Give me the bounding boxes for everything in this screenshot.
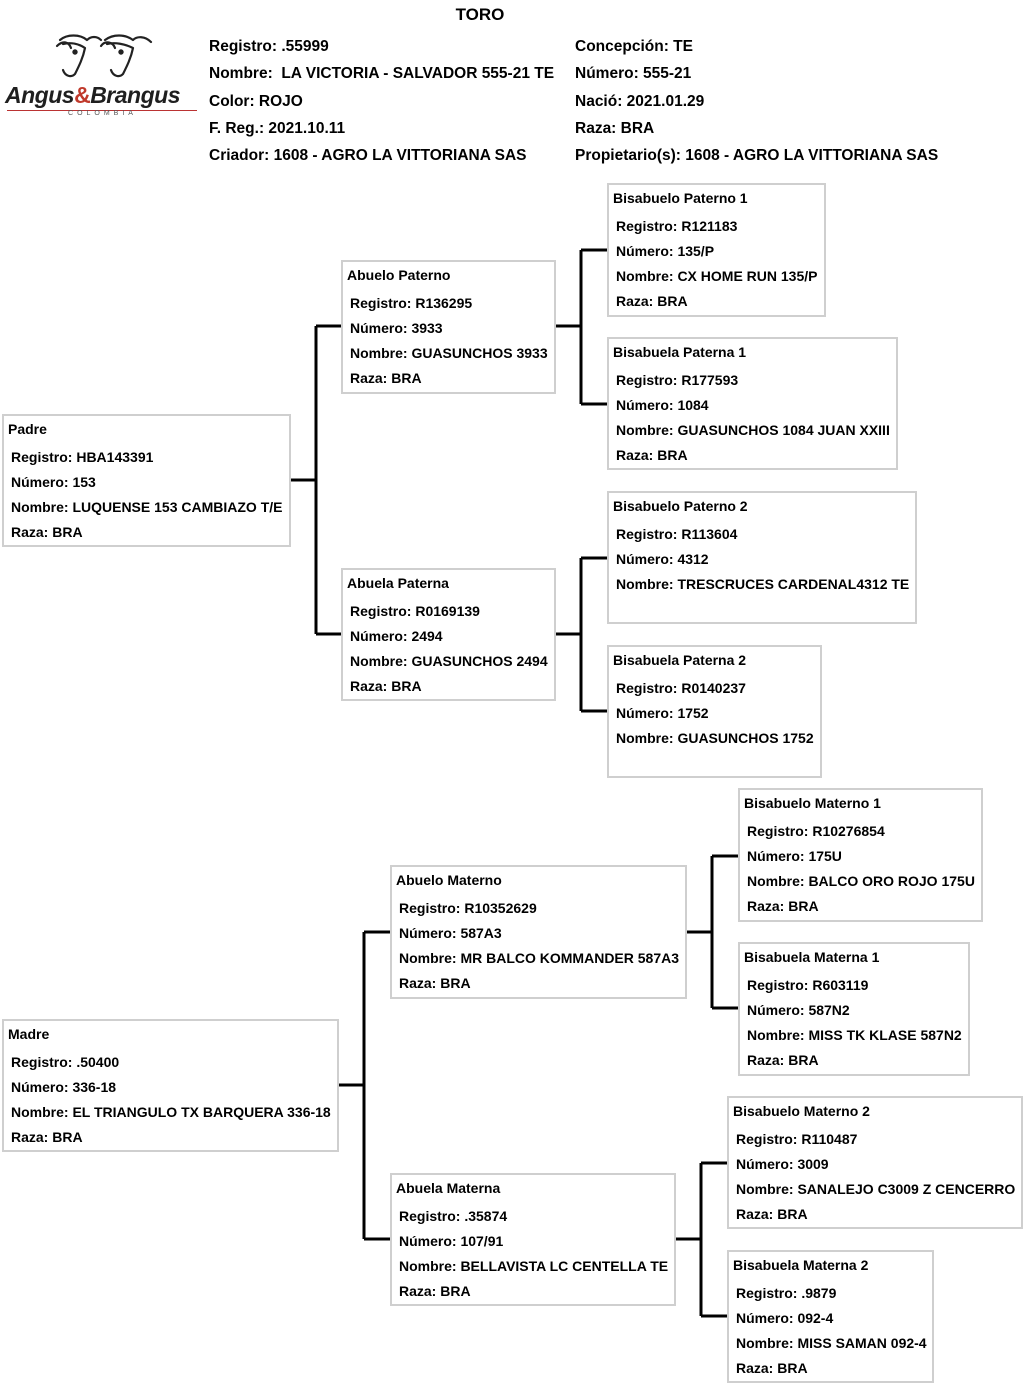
box-nombre: Nombre: TRESCRUCES CARDENAL4312 TE bbox=[616, 576, 910, 592]
box-raza: Raza: BRA bbox=[747, 1052, 819, 1068]
box-registro: Registro: R10276854 bbox=[747, 823, 885, 839]
box-caption: Abuela Paterna bbox=[347, 575, 449, 591]
box-caption: Abuelo Paterno bbox=[347, 267, 451, 283]
box-raza: Raza: BRA bbox=[747, 898, 819, 914]
box-caption: Bisabuelo Paterno 2 bbox=[613, 498, 748, 514]
box-caption: Madre bbox=[8, 1026, 50, 1042]
header-raza: Raza: BRA bbox=[575, 120, 655, 137]
box-numero: Número: 175U bbox=[747, 848, 842, 864]
box-numero: Número: 587A3 bbox=[399, 925, 502, 941]
box-registro: Registro: R121183 bbox=[616, 218, 738, 234]
header-fecha-registro: F. Reg.: 2021.10.11 bbox=[209, 120, 346, 137]
box-nombre: Nombre: GUASUNCHOS 1084 JUAN XXIII bbox=[616, 422, 890, 438]
box-caption: Bisabuelo Materno 2 bbox=[733, 1103, 870, 1119]
box-registro: Registro: R110487 bbox=[736, 1131, 858, 1147]
box-bisabuela-paterna-2: Bisabuela Paterna 2 Registro: R0140237 N… bbox=[607, 645, 822, 778]
page-title: TORO bbox=[455, 5, 505, 24]
box-nombre: Nombre: EL TRIANGULO TX BARQUERA 336-18 bbox=[11, 1104, 331, 1120]
box-bisabuelo-paterno-1: Bisabuelo Paterno 1 Registro: R121183 Nú… bbox=[607, 183, 826, 317]
box-numero: Número: 1084 bbox=[616, 397, 709, 413]
box-bisabuelo-materno-2: Bisabuelo Materno 2 Registro: R110487 Nú… bbox=[727, 1096, 1023, 1229]
box-numero: Número: 2494 bbox=[350, 628, 443, 644]
box-raza: Raza: BRA bbox=[11, 524, 83, 540]
box-raza: Raza: BRA bbox=[736, 1206, 808, 1222]
box-bisabuela-materna-2: Bisabuela Materna 2 Registro: .9879 Núme… bbox=[727, 1250, 934, 1383]
header-nombre: Nombre: LA VICTORIA - SALVADOR 555-21 TE bbox=[209, 65, 555, 82]
box-registro: Registro: HBA143391 bbox=[11, 449, 154, 465]
box-bisabuela-materna-1: Bisabuela Materna 1 Registro: R603119 Nú… bbox=[738, 942, 970, 1076]
header-criador: Criador: 1608 - AGRO LA VITTORIANA SAS bbox=[209, 147, 527, 164]
box-nombre: Nombre: LUQUENSE 153 CAMBIAZO T/E bbox=[11, 499, 283, 515]
box-caption: Bisabuela Paterna 2 bbox=[613, 652, 747, 668]
box-raza: Raza: BRA bbox=[616, 293, 688, 309]
box-nombre: Nombre: MISS TK KLASE 587N2 bbox=[747, 1027, 962, 1043]
logo-country: COLOMBIA bbox=[68, 110, 137, 117]
box-caption: Bisabuelo Paterno 1 bbox=[613, 190, 748, 206]
box-registro: Registro: .50400 bbox=[11, 1054, 120, 1070]
box-numero: Número: 3009 bbox=[736, 1156, 829, 1172]
header-numero: Número: 555-21 bbox=[575, 65, 692, 82]
box-registro: Registro: R0140237 bbox=[616, 680, 746, 696]
box-registro: Registro: .9879 bbox=[736, 1285, 837, 1301]
header-nacio: Nació: 2021.01.29 bbox=[575, 93, 705, 110]
box-numero: Número: 3933 bbox=[350, 320, 443, 336]
box-padre: Padre Registro: HBA143391 Número: 153 No… bbox=[2, 414, 291, 547]
box-numero: Número: 153 bbox=[11, 474, 96, 490]
box-nombre: Nombre: BALCO ORO ROJO 175U bbox=[747, 873, 975, 889]
box-raza: Raza: BRA bbox=[616, 447, 688, 463]
box-nombre: Nombre: SANALEJO C3009 Z CENCERRO bbox=[736, 1181, 1016, 1197]
box-nombre: Nombre: MR BALCO KOMMANDER 587A3 bbox=[399, 950, 680, 966]
header-registro: Registro: .55999 bbox=[209, 38, 329, 55]
box-caption: Bisabuelo Materno 1 bbox=[744, 795, 881, 811]
box-abuelo-materno: Abuelo Materno Registro: R10352629 Númer… bbox=[390, 865, 687, 999]
box-nombre: Nombre: GUASUNCHOS 3933 bbox=[350, 345, 548, 361]
box-registro: Registro: .35874 bbox=[399, 1208, 508, 1224]
box-registro: Registro: R0169139 bbox=[350, 603, 480, 619]
box-madre: Madre Registro: .50400 Número: 336-18 No… bbox=[2, 1019, 339, 1152]
box-registro: Registro: R10352629 bbox=[399, 900, 537, 916]
box-bisabuelo-materno-1: Bisabuelo Materno 1 Registro: R10276854 … bbox=[738, 788, 983, 922]
logo-wordmark: Angus&Brangus bbox=[5, 82, 180, 108]
box-caption: Bisabuela Materna 2 bbox=[733, 1257, 869, 1273]
box-raza: Raza: BRA bbox=[350, 370, 422, 386]
box-numero: Número: 092-4 bbox=[736, 1310, 834, 1326]
box-nombre: Nombre: CX HOME RUN 135/P bbox=[616, 268, 818, 284]
box-abuela-paterna: Abuela Paterna Registro: R0169139 Número… bbox=[341, 568, 556, 701]
box-nombre: Nombre: MISS SAMAN 092-4 bbox=[736, 1335, 927, 1351]
box-nombre: Nombre: GUASUNCHOS 1752 bbox=[616, 730, 814, 746]
box-caption: Abuelo Materno bbox=[396, 872, 502, 888]
box-numero: Número: 135/P bbox=[616, 243, 715, 259]
box-abuela-materna: Abuela Materna Registro: .35874 Número: … bbox=[390, 1173, 676, 1306]
box-numero: Número: 587N2 bbox=[747, 1002, 850, 1018]
box-caption: Padre bbox=[8, 421, 47, 437]
box-raza: Raza: BRA bbox=[350, 678, 422, 694]
box-raza: Raza: BRA bbox=[736, 1360, 808, 1376]
box-bisabuelo-paterno-2: Bisabuelo Paterno 2 Registro: R113604 Nú… bbox=[607, 491, 917, 624]
header-concepcion: Concepción: TE bbox=[575, 38, 693, 55]
box-abuelo-paterno: Abuelo Paterno Registro: R136295 Número:… bbox=[341, 260, 556, 394]
box-registro: Registro: R136295 bbox=[350, 295, 473, 311]
header-color: Color: ROJO bbox=[209, 93, 303, 110]
box-registro: Registro: R113604 bbox=[616, 526, 738, 542]
header-propietario: Propietario(s): 1608 - AGRO LA VITTORIAN… bbox=[575, 147, 939, 164]
box-caption: Bisabuela Materna 1 bbox=[744, 949, 880, 965]
box-numero: Número: 336-18 bbox=[11, 1079, 117, 1095]
box-numero: Número: 107/91 bbox=[399, 1233, 504, 1249]
box-registro: Registro: R603119 bbox=[747, 977, 869, 993]
box-bisabuela-paterna-1: Bisabuela Paterna 1 Registro: R177593 Nú… bbox=[607, 337, 898, 470]
logo-rule bbox=[7, 110, 197, 111]
box-nombre: Nombre: BELLAVISTA LC CENTELLA TE bbox=[399, 1258, 669, 1274]
box-caption: Bisabuela Paterna 1 bbox=[613, 344, 747, 360]
box-registro: Registro: R177593 bbox=[616, 372, 739, 388]
angus-brangus-logo: Angus&Brangus COLOMBIA bbox=[5, 32, 200, 122]
box-numero: Número: 4312 bbox=[616, 551, 709, 567]
box-caption: Abuela Materna bbox=[396, 1180, 501, 1196]
box-nombre: Nombre: GUASUNCHOS 2494 bbox=[350, 653, 548, 669]
cattle-heads-icon bbox=[55, 34, 153, 78]
box-numero: Número: 1752 bbox=[616, 705, 709, 721]
box-raza: Raza: BRA bbox=[399, 975, 471, 991]
box-raza: Raza: BRA bbox=[399, 1283, 471, 1299]
box-raza: Raza: BRA bbox=[11, 1129, 83, 1145]
